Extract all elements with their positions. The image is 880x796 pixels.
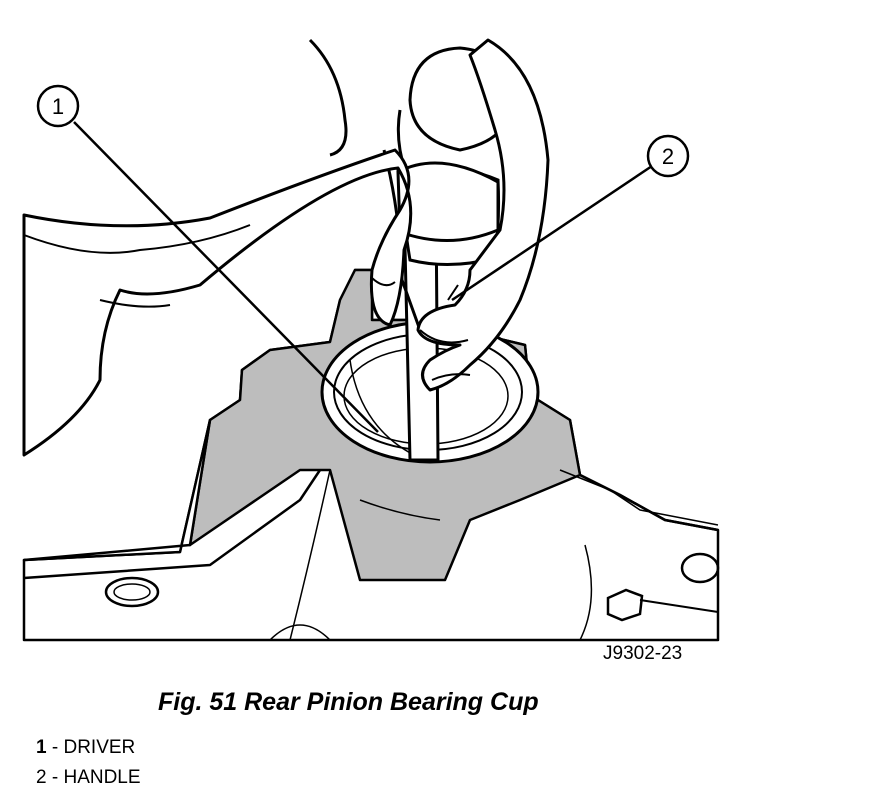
- legend-item-number: 1: [36, 737, 47, 758]
- figure-caption: Fig. 51 Rear Pinion Bearing Cup: [158, 688, 539, 716]
- small-bracket-part: [606, 588, 719, 622]
- callout-2: 2: [451, 134, 690, 302]
- callout-2-number: 2: [662, 144, 674, 169]
- legend-item-label: HANDLE: [63, 767, 141, 788]
- left-hand-drawing: [22, 38, 413, 457]
- legend-item-number: 2: [36, 767, 47, 788]
- callout-2-circle: [646, 134, 690, 178]
- callout-2-leader-line: [451, 164, 653, 302]
- legend-separator: -: [51, 767, 64, 788]
- technical-illustration: 1 2 J9302-23: [22, 38, 720, 664]
- legend-item-driver: 1 - DRIVER: [36, 733, 141, 763]
- callout-1-circle: [36, 84, 80, 128]
- callout-1-leader-line: [73, 121, 379, 433]
- bolt-holes: [104, 552, 720, 608]
- right-hand-drawing: [416, 38, 550, 392]
- legend-item-label: DRIVER: [63, 737, 136, 758]
- figure-code: J9302-23: [603, 643, 682, 664]
- callout-1-number: 1: [52, 94, 64, 119]
- legend-item-handle: 2 - HANDLE: [36, 763, 141, 793]
- legend-separator: -: [51, 737, 64, 758]
- legend: 1 - DRIVER 2 - HANDLE: [36, 733, 141, 793]
- callout-1: 1: [36, 84, 379, 433]
